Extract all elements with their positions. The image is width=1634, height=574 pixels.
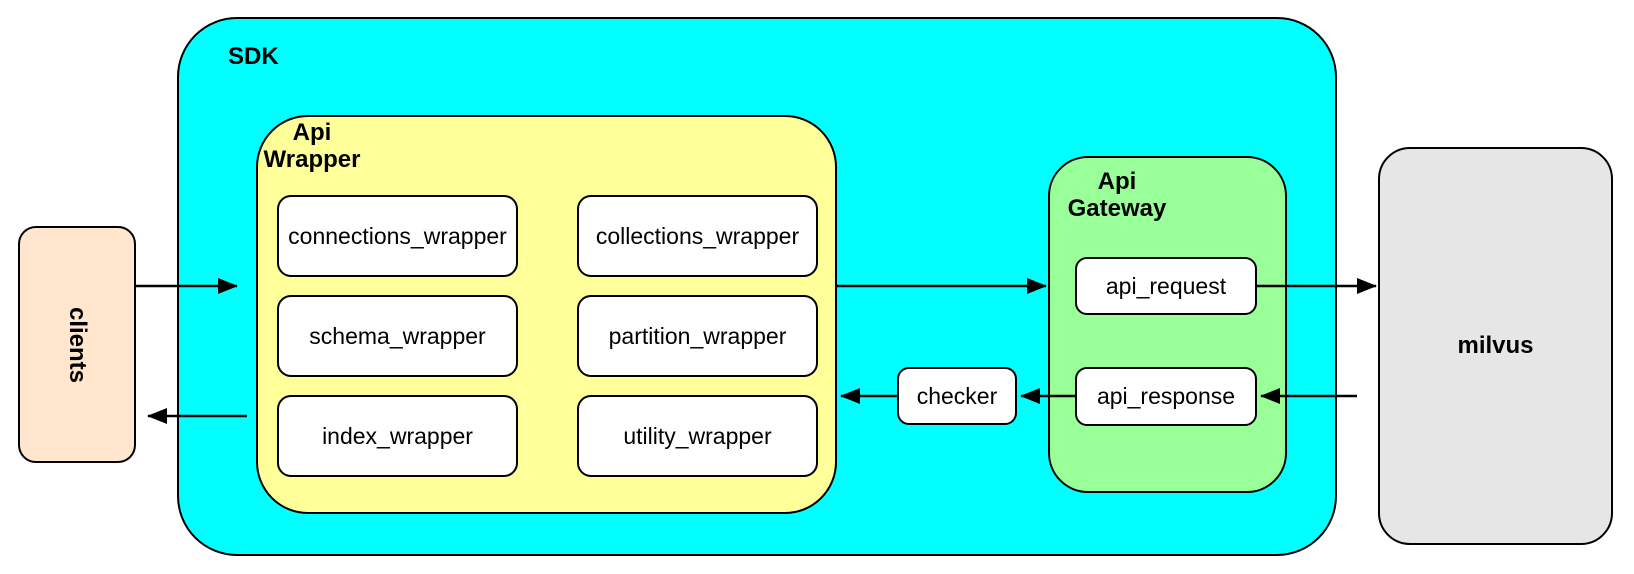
clients-label: clients [64, 306, 91, 383]
node-collections-wrapper: collections_wrapper [577, 195, 818, 277]
node-api-gateway [1048, 156, 1287, 493]
node-partition-wrapper: partition_wrapper [577, 295, 818, 377]
node-checker: checker [897, 367, 1017, 425]
node-connections-wrapper: connections_wrapper [277, 195, 518, 277]
node-clients: clients [18, 226, 136, 463]
api-gateway-label-line2: Gateway [1067, 195, 1167, 222]
node-api-response: api_response [1075, 367, 1257, 426]
sdk-label: SDK [228, 43, 279, 70]
milvus-label: milvus [1457, 332, 1534, 359]
node-milvus: milvus [1378, 147, 1613, 545]
node-utility-wrapper: utility_wrapper [577, 395, 818, 477]
node-schema-wrapper: schema_wrapper [277, 295, 518, 377]
api-gateway-label-line1: Api [1097, 168, 1137, 195]
api-wrapper-label-line1: Api [292, 119, 332, 146]
node-api-request: api_request [1075, 257, 1257, 315]
api-wrapper-label-line2: Wrapper [263, 146, 361, 173]
node-index-wrapper: index_wrapper [277, 395, 518, 477]
